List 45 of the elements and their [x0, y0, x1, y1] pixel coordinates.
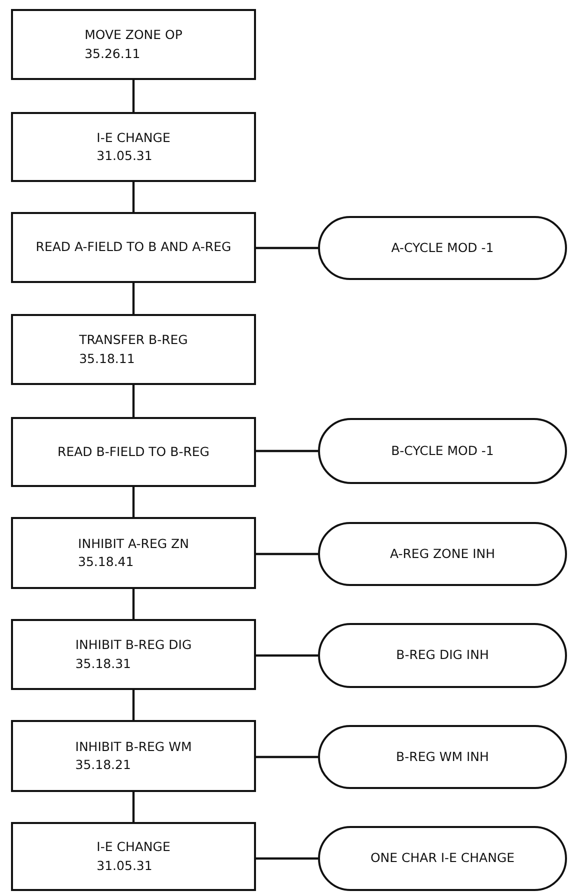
connector-line: [132, 690, 135, 720]
process-box: [11, 9, 256, 80]
connector-line: [256, 552, 318, 556]
step-label: A-CYCLE MOD -1: [391, 238, 494, 257]
process-box: [11, 417, 256, 487]
step-label: B-REG WM INH: [396, 748, 489, 766]
process-box: [11, 720, 256, 792]
connector-line: [256, 654, 318, 657]
step-code: 31.05.31: [96, 147, 154, 165]
connector-line: [256, 246, 318, 250]
step-label: ONE CHAR I-E CHANGE: [370, 849, 515, 868]
connector-line: [132, 283, 135, 314]
step-label: B-REG DIG INH: [396, 646, 489, 664]
step-label: INHIBIT B-REG DIG: [75, 636, 192, 654]
process-box: [11, 619, 256, 690]
step-code: 35.26.11: [84, 44, 142, 62]
step-label: INHIBIT A-REG ZN: [78, 534, 189, 553]
step-label: I-E CHANGE: [96, 128, 170, 147]
step-code: 35.18.31: [75, 654, 132, 672]
step-label: INHIBIT B-REG WM: [75, 738, 192, 756]
process-box: [11, 314, 256, 385]
step-label: READ B-FIELD TO B-REG: [58, 442, 210, 461]
step-code: 35.18.21: [75, 756, 132, 774]
step-label: B-CYCLE MOD -1: [391, 442, 494, 460]
process-box: [11, 212, 256, 283]
step-code: 35.18.41: [78, 553, 135, 571]
step-code: 35.18.11: [79, 350, 136, 368]
process-box: [11, 517, 256, 589]
connector-line: [132, 589, 135, 619]
process-box: [11, 822, 256, 891]
step-code: 31.05.31: [96, 856, 154, 874]
connector-line: [132, 487, 135, 517]
process-box: [11, 112, 256, 182]
step-label: A-REG ZONE INH: [390, 544, 496, 563]
connector-line: [256, 857, 318, 860]
connector-line: [256, 756, 318, 758]
step-label: I-E CHANGE: [96, 838, 170, 856]
step-label: TRANSFER B-REG: [79, 331, 188, 350]
step-label: MOVE ZONE OP: [84, 26, 182, 44]
connector-line: [256, 450, 318, 452]
connector-line: [132, 385, 135, 417]
step-label: READ A-FIELD TO B AND A-REG: [36, 238, 232, 256]
connector-line: [132, 182, 135, 212]
connector-line: [132, 792, 135, 822]
connector-line: [132, 80, 135, 112]
